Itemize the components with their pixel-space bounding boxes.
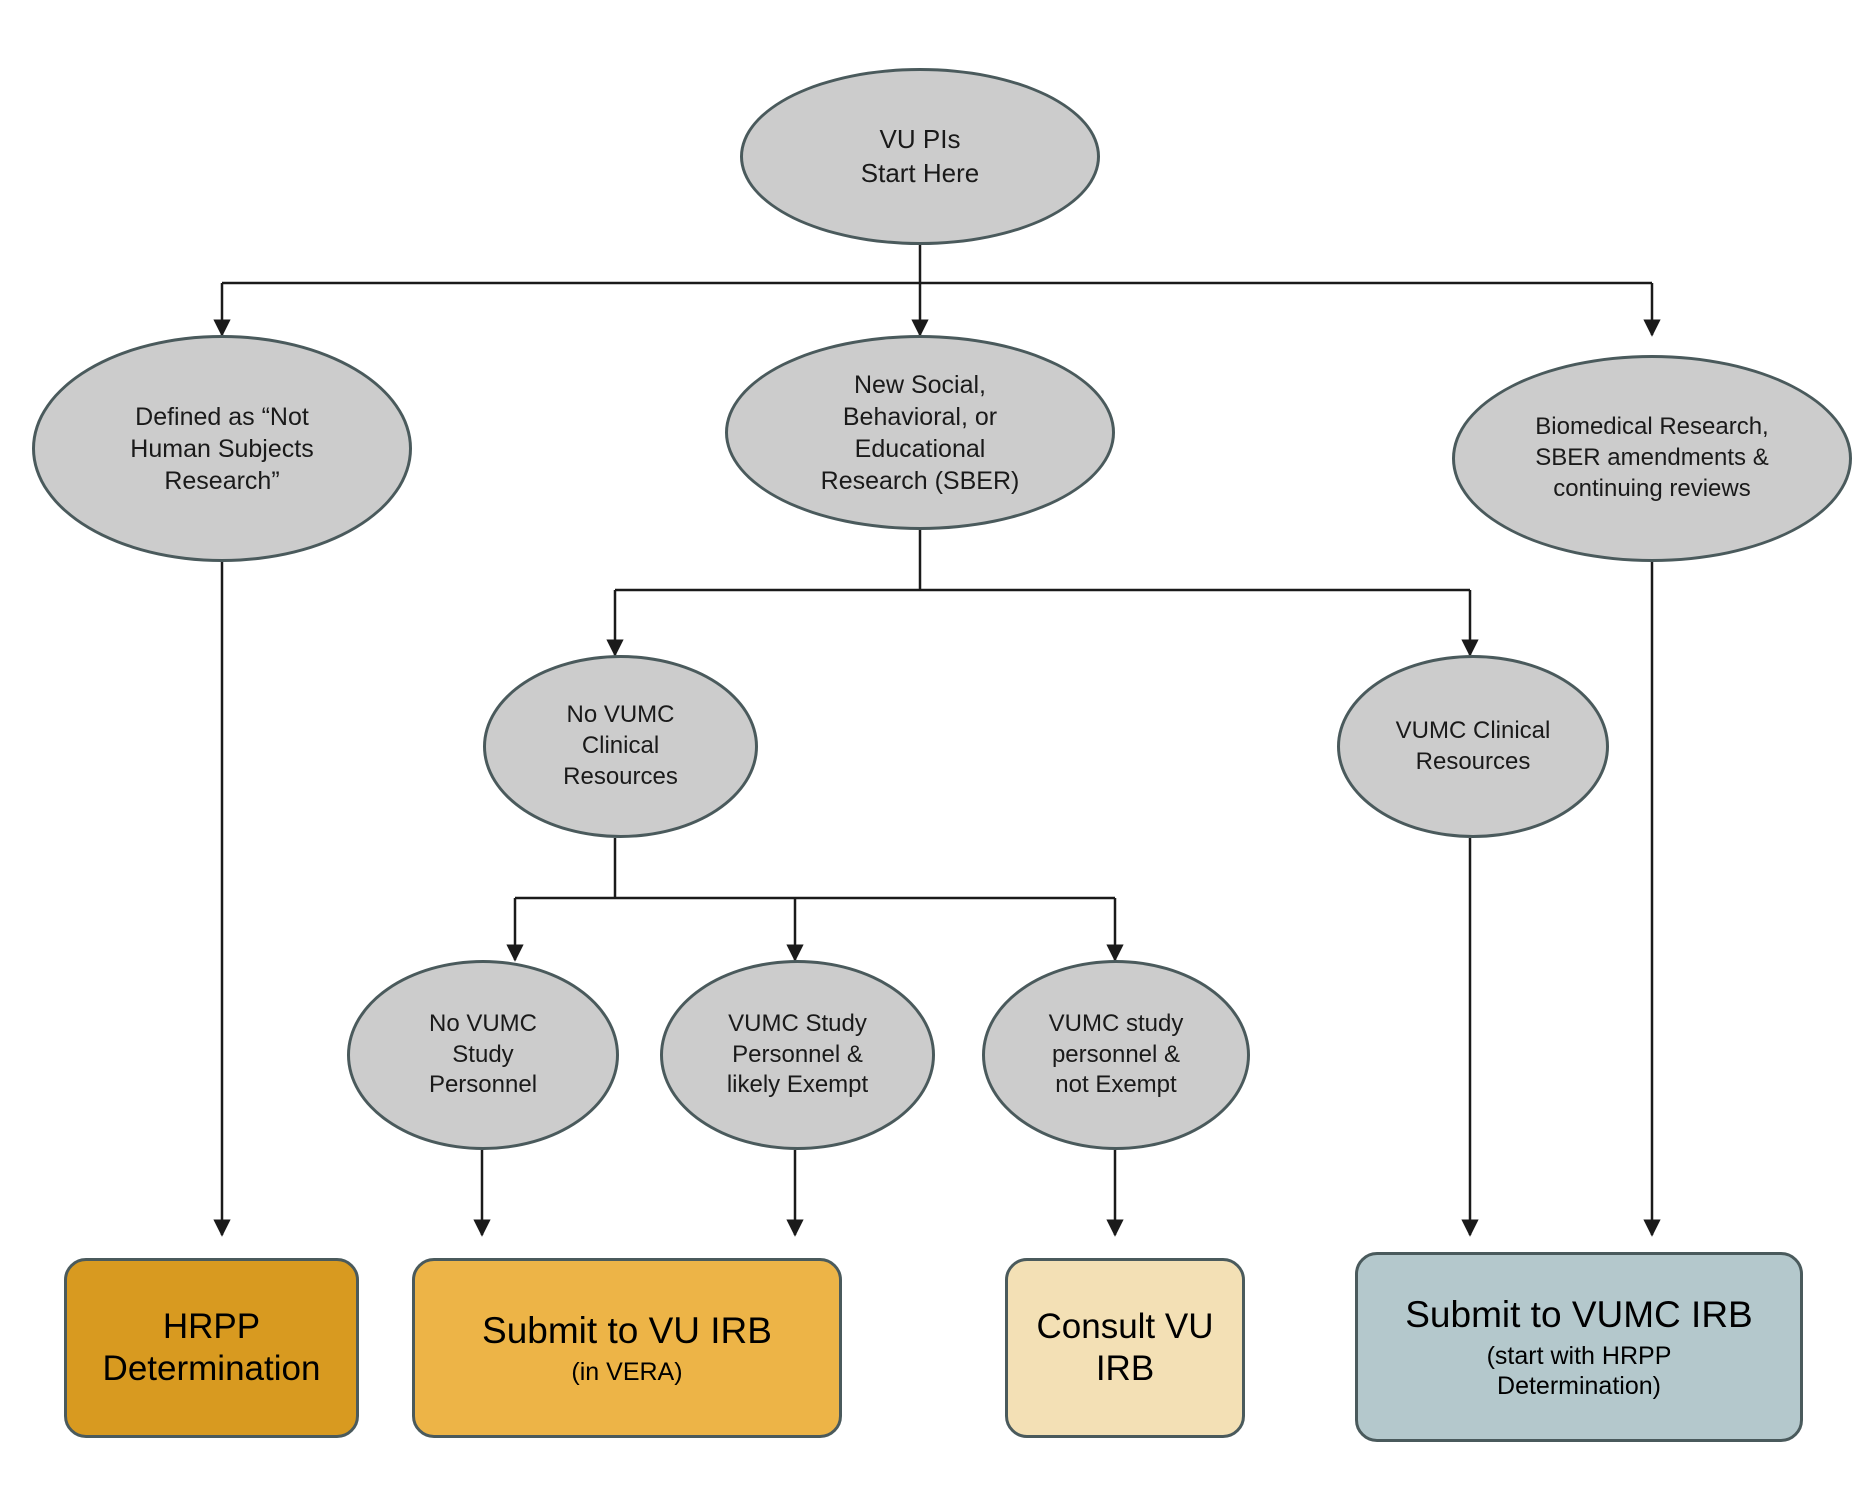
node-vumc-study-personnel-likely-exempt-label: VUMC Study Personnel & likely Exempt bbox=[726, 1009, 869, 1099]
terminal-submit-to-vu-irb-label: Submit to VU IRB bbox=[482, 1309, 772, 1351]
node-no-vumc-clinical-resources[interactable]: No VUMC Clinical Resources bbox=[483, 655, 758, 838]
terminal-submit-to-vumc-irb[interactable]: Submit to VUMC IRB (start with HRPP Dete… bbox=[1355, 1252, 1803, 1442]
terminal-submit-to-vumc-irb-label: Submit to VUMC IRB bbox=[1405, 1293, 1753, 1335]
node-vumc-study-personnel-likely-exempt[interactable]: VUMC Study Personnel & likely Exempt bbox=[660, 960, 935, 1150]
node-no-vumc-study-personnel[interactable]: No VUMC Study Personnel bbox=[347, 960, 619, 1150]
node-vumc-study-personnel-not-exempt[interactable]: VUMC study personnel & not Exempt bbox=[982, 960, 1250, 1150]
node-start[interactable]: VU PIs Start Here bbox=[740, 68, 1100, 245]
node-sber[interactable]: New Social, Behavioral, or Educational R… bbox=[725, 335, 1115, 530]
node-vumc-clinical-resources[interactable]: VUMC Clinical Resources bbox=[1337, 655, 1609, 838]
terminal-consult-vu-irb[interactable]: Consult VU IRB bbox=[1005, 1258, 1245, 1438]
terminal-submit-to-vu-irb-sublabel: (in VERA) bbox=[571, 1358, 683, 1387]
node-not-human-subjects-label: Defined as “Not Human Subjects Research” bbox=[130, 402, 314, 495]
node-vumc-clinical-resources-label: VUMC Clinical Resources bbox=[1395, 716, 1551, 775]
terminal-submit-to-vu-irb[interactable]: Submit to VU IRB (in VERA) bbox=[412, 1258, 842, 1438]
terminal-submit-to-vumc-irb-sublabel: (start with HRPP Determination) bbox=[1486, 1342, 1672, 1401]
node-no-vumc-clinical-resources-label: No VUMC Clinical Resources bbox=[563, 701, 678, 790]
node-vumc-study-personnel-not-exempt-label: VUMC study personnel & not Exempt bbox=[1048, 1009, 1184, 1099]
node-biomedical[interactable]: Biomedical Research, SBER amendments & c… bbox=[1452, 355, 1852, 562]
node-biomedical-label: Biomedical Research, SBER amendments & c… bbox=[1535, 413, 1769, 502]
terminal-consult-vu-irb-label: Consult VU IRB bbox=[1036, 1307, 1214, 1388]
node-start-label: VU PIs Start Here bbox=[860, 124, 980, 188]
node-no-vumc-study-personnel-label: No VUMC Study Personnel bbox=[428, 1009, 538, 1099]
node-not-human-subjects[interactable]: Defined as “Not Human Subjects Research” bbox=[32, 335, 412, 562]
node-sber-label: New Social, Behavioral, or Educational R… bbox=[820, 370, 1020, 495]
terminal-hrpp-determination-label: HRPP Determination bbox=[102, 1307, 321, 1388]
terminal-hrpp-determination[interactable]: HRPP Determination bbox=[64, 1258, 359, 1438]
